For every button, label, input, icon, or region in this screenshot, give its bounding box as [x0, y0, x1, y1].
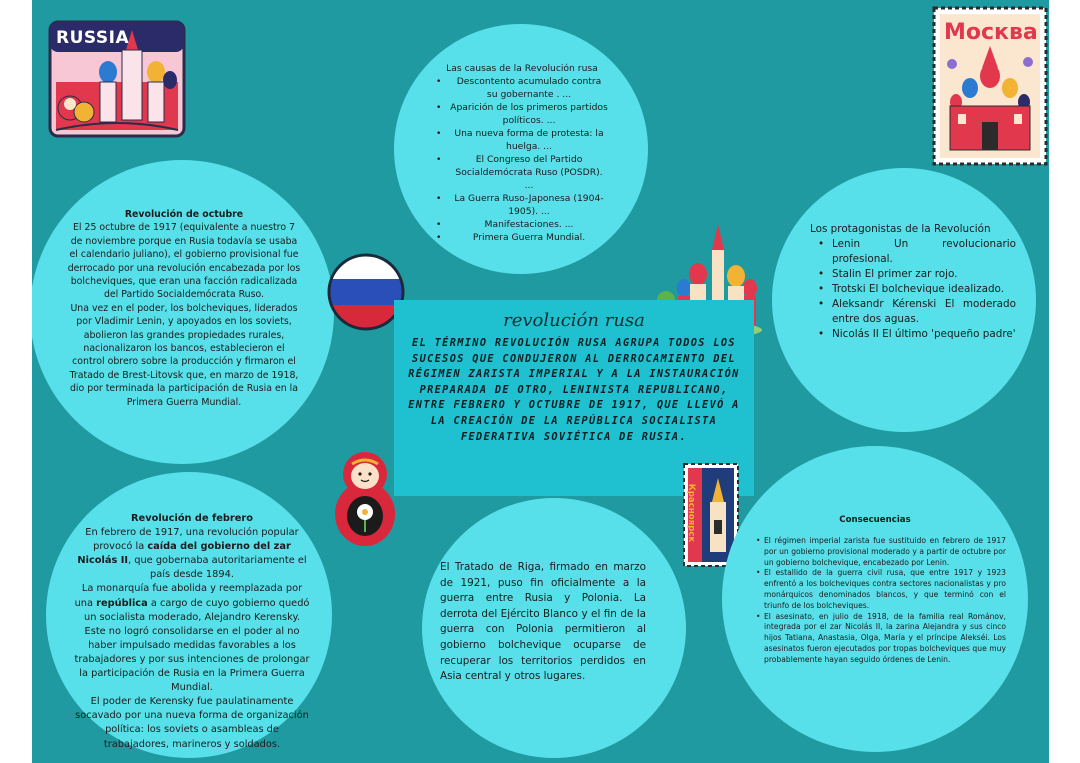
riga-circle: El Tratado de Riga, firmado en marzo de …	[422, 498, 686, 758]
protagonists-circle: Los protagonistas de la Revolución Lenin…	[772, 168, 1036, 432]
moscow-cathedral-icon	[932, 6, 1048, 166]
protagonist-item: Aleksandr Kérenski El moderado entre dos…	[818, 297, 1016, 327]
february-text: a cargo de cuyo gobierno quedó un social…	[74, 597, 310, 694]
moscow-label: Москва	[944, 20, 1038, 45]
causes-title: Las causas de la Revolución rusa	[446, 63, 598, 74]
october-paragraph: Una vez en el poder, los bolcheviques, l…	[69, 302, 299, 408]
russia-flag-ball	[326, 252, 406, 332]
russia-kremlin-icon	[48, 20, 186, 138]
february-highlight: caída del gobierno del zar Nicolás II	[77, 541, 291, 567]
consequences-title: Consecuencias	[839, 515, 911, 525]
october-paragraph: El 25 octubre de 1917 (equivalente a nue…	[67, 222, 301, 301]
krasnoyarsk-chapel-icon	[683, 463, 739, 567]
cause-item: La Guerra Ruso-Japonesa (1904-1905). ...	[436, 192, 608, 218]
matryoshka-icon	[335, 452, 395, 546]
cause-item: Una nueva forma de protesta: la huelga. …	[436, 127, 608, 153]
krasnoyarsk-stamp: Красноярск	[682, 462, 740, 568]
february-paragraph: El poder de Kerensky fue paulatinamente …	[75, 696, 309, 750]
consequences-circle: Consecuencias El régimen imperial zarist…	[722, 446, 1028, 752]
cause-item: Primera Guerra Mundial.	[436, 231, 608, 244]
october-title: Revolución de octubre	[124, 209, 244, 220]
consequence-item: El asesinato, en julio de 1918, de la fa…	[756, 612, 1006, 666]
causes-circle: Las causas de la Revolución rusa Descont…	[394, 24, 648, 274]
protagonist-item: Nicolás II El último 'pequeño padre'	[818, 327, 1016, 342]
riga-text: El Tratado de Riga, firmado en marzo de …	[440, 561, 646, 683]
protagonists-title: Los protagonistas de la Revolución	[810, 223, 991, 235]
february-highlight: república	[96, 597, 148, 609]
february-text: En febrero de 1917, una revolución popul…	[85, 527, 299, 553]
matryoshka-doll	[332, 448, 398, 548]
consequence-item: El estallido de la guerra civil rusa, qu…	[756, 568, 1006, 611]
february-circle: Revolución de febrero En febrero de 1917…	[46, 472, 332, 758]
cause-item: El Congreso del Partido Socialdemócrata …	[436, 153, 608, 192]
krasnoyarsk-label: Красноярск	[686, 483, 696, 543]
causes-list: Descontento acumulado contra su gobernan…	[436, 75, 608, 244]
consequence-item: El régimen imperial zarista fue sustitui…	[756, 536, 1006, 568]
october-circle: Revolución de octubre El 25 octubre de 1…	[32, 160, 334, 464]
russian-flag-icon	[327, 253, 405, 331]
protagonists-list: Lenin Un revolucionario profesional. Sta…	[810, 237, 1016, 342]
protagonist-item: Lenin Un revolucionario profesional.	[818, 237, 1016, 267]
february-text: La monarquía fue abolida y reemplazada p…	[74, 583, 303, 609]
protagonist-item: Trotski El bolchevique idealizado.	[818, 282, 1016, 297]
protagonist-item: Stalin El primer zar rojo.	[818, 267, 1016, 282]
february-text: , que gobernaba autoritariamente el país…	[128, 555, 307, 581]
moscow-stamp: Москва	[932, 6, 1048, 166]
cause-item: Descontento acumulado contra su gobernan…	[436, 75, 608, 101]
february-paragraph: La monarquía fue abolida y reemplazada p…	[74, 582, 310, 695]
cause-item: Manifestaciones. ...	[436, 218, 608, 231]
russia-sticker: RUSSIA	[48, 20, 186, 138]
february-title: Revolución de febrero	[131, 513, 253, 524]
february-paragraph: En febrero de 1917, una revolución popul…	[74, 526, 310, 582]
russia-label: RUSSIA	[56, 28, 130, 48]
consequences-list: El régimen imperial zarista fue sustitui…	[756, 536, 1006, 666]
cause-item: Aparición de los primeros partidos polít…	[436, 101, 608, 127]
poster-board: RUSSIA Москва Las causas de la Revolució…	[32, 0, 1049, 763]
main-definition-text: EL TÉRMINO REVOLUCIÓN RUSA AGRUPA TODOS …	[408, 338, 740, 443]
main-title: revolución rusa	[503, 310, 645, 331]
